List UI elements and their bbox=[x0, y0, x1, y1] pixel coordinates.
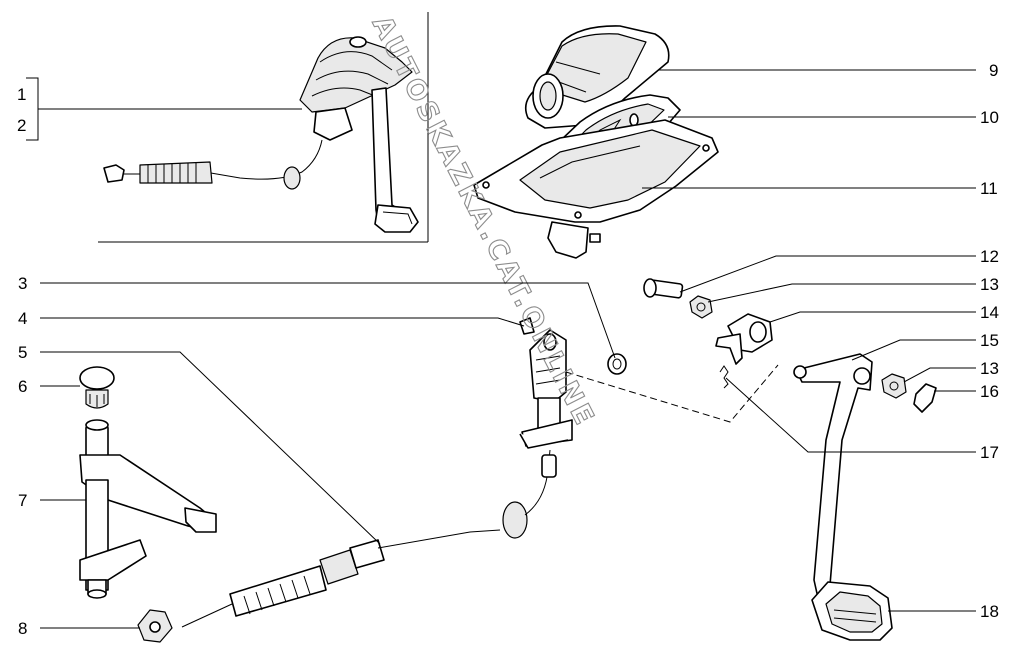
inset-frame bbox=[98, 12, 429, 243]
callout-2: 2 bbox=[17, 116, 26, 135]
part-3-bushing bbox=[607, 353, 627, 375]
part-17-spring bbox=[719, 365, 729, 389]
callout-labels: 1 2 3 4 5 6 7 8 9 10 11 12 13 14 15 13 1… bbox=[17, 61, 999, 638]
inset-pedal-assembly bbox=[103, 36, 419, 233]
part-14-bracket bbox=[715, 313, 773, 365]
callout-8: 8 bbox=[18, 619, 27, 638]
part-12-bolt bbox=[643, 278, 684, 299]
part-5-clutch-cable bbox=[181, 449, 557, 628]
part-9-upper-boot bbox=[524, 25, 670, 129]
part-13-nut-lower bbox=[881, 373, 907, 399]
part-18-pedal-pad bbox=[811, 581, 893, 641]
callout-4: 4 bbox=[18, 309, 27, 328]
callout-12: 12 bbox=[980, 247, 999, 266]
part-8-clip bbox=[137, 609, 173, 643]
part-13-nut-upper bbox=[689, 295, 713, 319]
callout-14: 14 bbox=[980, 303, 999, 322]
callout-17: 17 bbox=[980, 443, 999, 462]
callout-10: 10 bbox=[980, 108, 999, 127]
part-4-cable-end-assembly bbox=[519, 317, 573, 449]
part-11-base-plate bbox=[473, 119, 719, 259]
part-16-clip bbox=[913, 383, 937, 413]
callout-13-lower: 13 bbox=[980, 359, 999, 378]
callout-16: 16 bbox=[980, 382, 999, 401]
callout-5: 5 bbox=[18, 343, 27, 362]
part-15-pedal-arm bbox=[793, 353, 873, 599]
callout-11: 11 bbox=[980, 179, 998, 198]
callout-13-upper: 13 bbox=[980, 275, 999, 294]
callout-9: 9 bbox=[989, 61, 998, 80]
callout-3: 3 bbox=[18, 274, 27, 293]
part-6-cap bbox=[79, 366, 115, 409]
callout-6: 6 bbox=[18, 377, 27, 396]
callout-7: 7 bbox=[18, 491, 27, 510]
leader-lines bbox=[26, 69, 976, 629]
part-7-clutch-fork bbox=[79, 419, 217, 599]
callout-15: 15 bbox=[980, 331, 999, 350]
callout-18: 18 bbox=[980, 602, 999, 621]
callout-1: 1 bbox=[17, 85, 26, 104]
